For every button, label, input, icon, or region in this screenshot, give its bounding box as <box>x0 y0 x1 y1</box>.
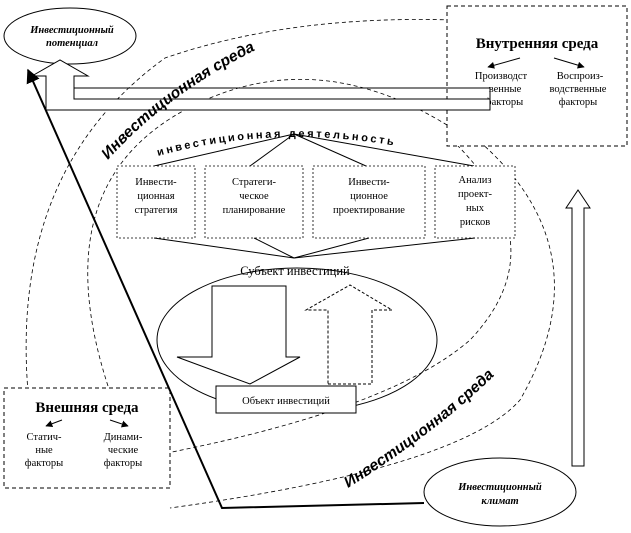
apex-line-3 <box>293 133 367 167</box>
activity-box-risk <box>434 165 516 239</box>
activity-design-line-3: проектирование <box>333 205 405 216</box>
converge-line-4 <box>293 237 476 259</box>
converge-line-1 <box>153 237 295 259</box>
static-factors-line-3: факторы <box>25 458 63 469</box>
investment-climate-line-2: климат <box>481 496 518 507</box>
external-arrow-right <box>109 419 129 428</box>
investment-climate-line-1: Инвестиционный <box>457 482 542 493</box>
dynamic-factors-line-3: факторы <box>104 458 142 469</box>
activity-risk-line-1: Анализ <box>459 175 492 186</box>
apex-line-4 <box>293 133 475 167</box>
investment-climate-ellipse <box>423 457 577 527</box>
activity-risk-line-2: проект- <box>458 189 492 200</box>
investment-potential-ellipse <box>3 7 137 65</box>
production-factors-line-3: факторы <box>485 97 523 108</box>
static-factors-line-2: ные <box>35 445 53 456</box>
apex-line-2 <box>249 133 295 167</box>
internal-arrow-right <box>553 57 585 69</box>
subject-label: Субъект инвестиций <box>240 264 350 278</box>
external-env-title: Внешняя среда <box>35 400 139 416</box>
investment-activity-label-path: инвестиционная деятельность <box>156 128 395 159</box>
activity-strategy-line-1: Инвести- <box>135 177 177 188</box>
activity-strategy-line-2: ционная <box>137 191 174 202</box>
reproduction-factors-line-1: Воспроиз- <box>557 71 604 82</box>
env-curve-outer-left <box>25 19 453 393</box>
external-env-box <box>3 387 171 489</box>
activity-box-strategy <box>116 165 196 239</box>
object-label: Объект инвестиций <box>242 396 330 407</box>
investment-potential-line-2: потенциал <box>46 38 99 49</box>
apex-line-1 <box>153 133 295 167</box>
activity-planning-line-2: ческое <box>239 191 269 202</box>
subject-to-object-arrow <box>176 285 301 385</box>
activity-box-planning <box>204 165 304 239</box>
activity-risk-line-4: рисков <box>460 217 490 228</box>
reproduction-factors-line-3: факторы <box>559 97 597 108</box>
activity-risk-line-3: ных <box>466 203 485 214</box>
internal-env-title: Внутренняя среда <box>476 36 599 52</box>
production-factors-line-2: венные <box>489 84 522 95</box>
activity-planning-line-1: Стратеги- <box>232 177 276 188</box>
dynamic-factors-line-1: Динами- <box>104 432 143 443</box>
production-factors-line-1: Производст <box>475 71 528 82</box>
env-curve-outer-right <box>169 123 555 509</box>
activity-design-line-2: ционное <box>350 191 388 202</box>
env-curve-inner-left <box>87 78 459 387</box>
converge-line-3 <box>293 237 370 259</box>
object-box <box>215 385 357 414</box>
converge-line-2 <box>253 237 295 259</box>
climate-to-potential-arrow <box>26 68 425 510</box>
climate-to-internal-arrow <box>565 189 591 467</box>
activity-strategy-line-3: стратегия <box>134 205 177 216</box>
object-to-subject-arrow <box>304 284 394 385</box>
external-arrow-left <box>45 419 63 428</box>
static-factors-line-1: Статич- <box>27 432 62 443</box>
dynamic-factors-line-2: ческие <box>108 445 139 456</box>
internal-to-potential-arrow <box>30 59 491 111</box>
activity-design-line-1: Инвести- <box>348 177 390 188</box>
activity-planning-line-3: планирование <box>223 205 286 216</box>
internal-arrow-left <box>487 57 521 69</box>
internal-env-box <box>446 5 628 147</box>
investment-potential-line-1: Инвестиционный <box>29 25 114 36</box>
investment-activity-label: инвестиционная деятельность <box>156 128 398 159</box>
reproduction-factors-line-2: водственные <box>550 84 607 95</box>
